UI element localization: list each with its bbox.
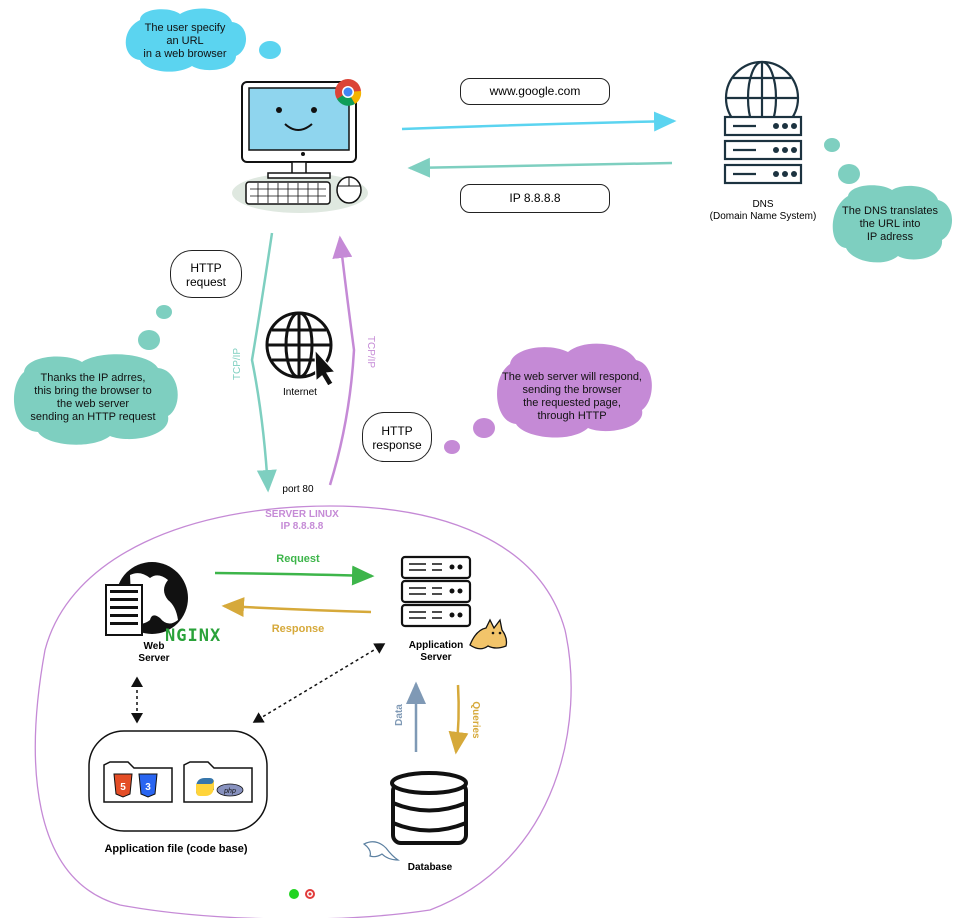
- status-dot-green: [289, 889, 299, 899]
- internet-label: Internet: [283, 387, 317, 398]
- svg-text:3: 3: [145, 782, 151, 793]
- arrow-request: [214, 565, 375, 586]
- app-files-container: [88, 730, 268, 832]
- http-request-pill: HTTP request: [170, 250, 242, 298]
- arrow-ip-to-browser: [407, 157, 673, 178]
- cloud-user-specify-text: The user specify an URL in a web browser: [143, 22, 227, 60]
- app-files-label: Application file (code base): [104, 843, 248, 855]
- web-server-icon: [105, 562, 188, 636]
- app-server-icon: [400, 555, 472, 628]
- port-label: port 80: [282, 484, 314, 495]
- database-label: Database: [407, 862, 453, 873]
- cloud-dns-translates: [824, 138, 953, 263]
- chrome-icon: [335, 79, 362, 106]
- dns-label: DNS (Domain Name System): [709, 199, 817, 222]
- web-server-label: Web Server: [138, 641, 170, 664]
- computer-icon: [232, 81, 368, 213]
- cloud-user-specify: [125, 8, 281, 72]
- cloud-thanks-ip: [13, 305, 178, 445]
- server-linux-title: SERVER LINUX IP 8.8.8.8: [265, 509, 339, 532]
- data-label: Data: [394, 704, 405, 726]
- cursor-icon: [314, 348, 337, 387]
- python-icon: [196, 778, 214, 796]
- database-icon: [390, 771, 468, 845]
- arrow-http-request-tcp: [250, 232, 277, 493]
- queries-label: Queries: [470, 701, 481, 739]
- request-label: Request: [276, 553, 320, 565]
- url-pill: www.google.com: [460, 78, 610, 105]
- response-label: Response: [271, 623, 325, 635]
- cloud-web-server-respond-text: The web server will respond, sending the…: [501, 371, 642, 422]
- keyboard-icon: [245, 181, 331, 205]
- tomcat-logo: [469, 618, 508, 650]
- cloud-thanks-ip-text: Thanks the IP adrres, this bring the bro…: [30, 372, 156, 423]
- arrow-queries: [448, 684, 469, 755]
- svg-text:5: 5: [120, 782, 126, 793]
- tcp-right-label: TCP/IP: [365, 335, 376, 369]
- mouse-icon: [336, 176, 362, 204]
- arrow-url-to-dns: [401, 111, 677, 132]
- arrow-http-response-tcp: [328, 235, 356, 486]
- php-icon: php: [216, 783, 244, 797]
- server-linux-boundary: [34, 505, 572, 918]
- css3-icon: 3: [138, 773, 158, 798]
- cloud-dns-translates-text: The DNS translates the URL into IP adres…: [842, 205, 938, 243]
- arrow-appserver-files: [252, 643, 386, 723]
- ip-pill: IP 8.8.8.8: [460, 184, 610, 213]
- svg-text:php: php: [223, 788, 236, 795]
- nginx-logo: NGINX: [165, 626, 222, 646]
- cloud-web-server-respond: [444, 343, 652, 454]
- tcp-left-label: TCP/IP: [232, 347, 243, 381]
- app-server-label: Application Server: [408, 640, 464, 663]
- mysql-logo: [362, 841, 400, 861]
- http-response-pill: HTTP response: [362, 412, 432, 462]
- globe-icon: [265, 311, 333, 379]
- html5-icon: 5: [113, 773, 133, 798]
- arrow-response: [221, 597, 372, 618]
- dns-server-icon: [723, 60, 803, 185]
